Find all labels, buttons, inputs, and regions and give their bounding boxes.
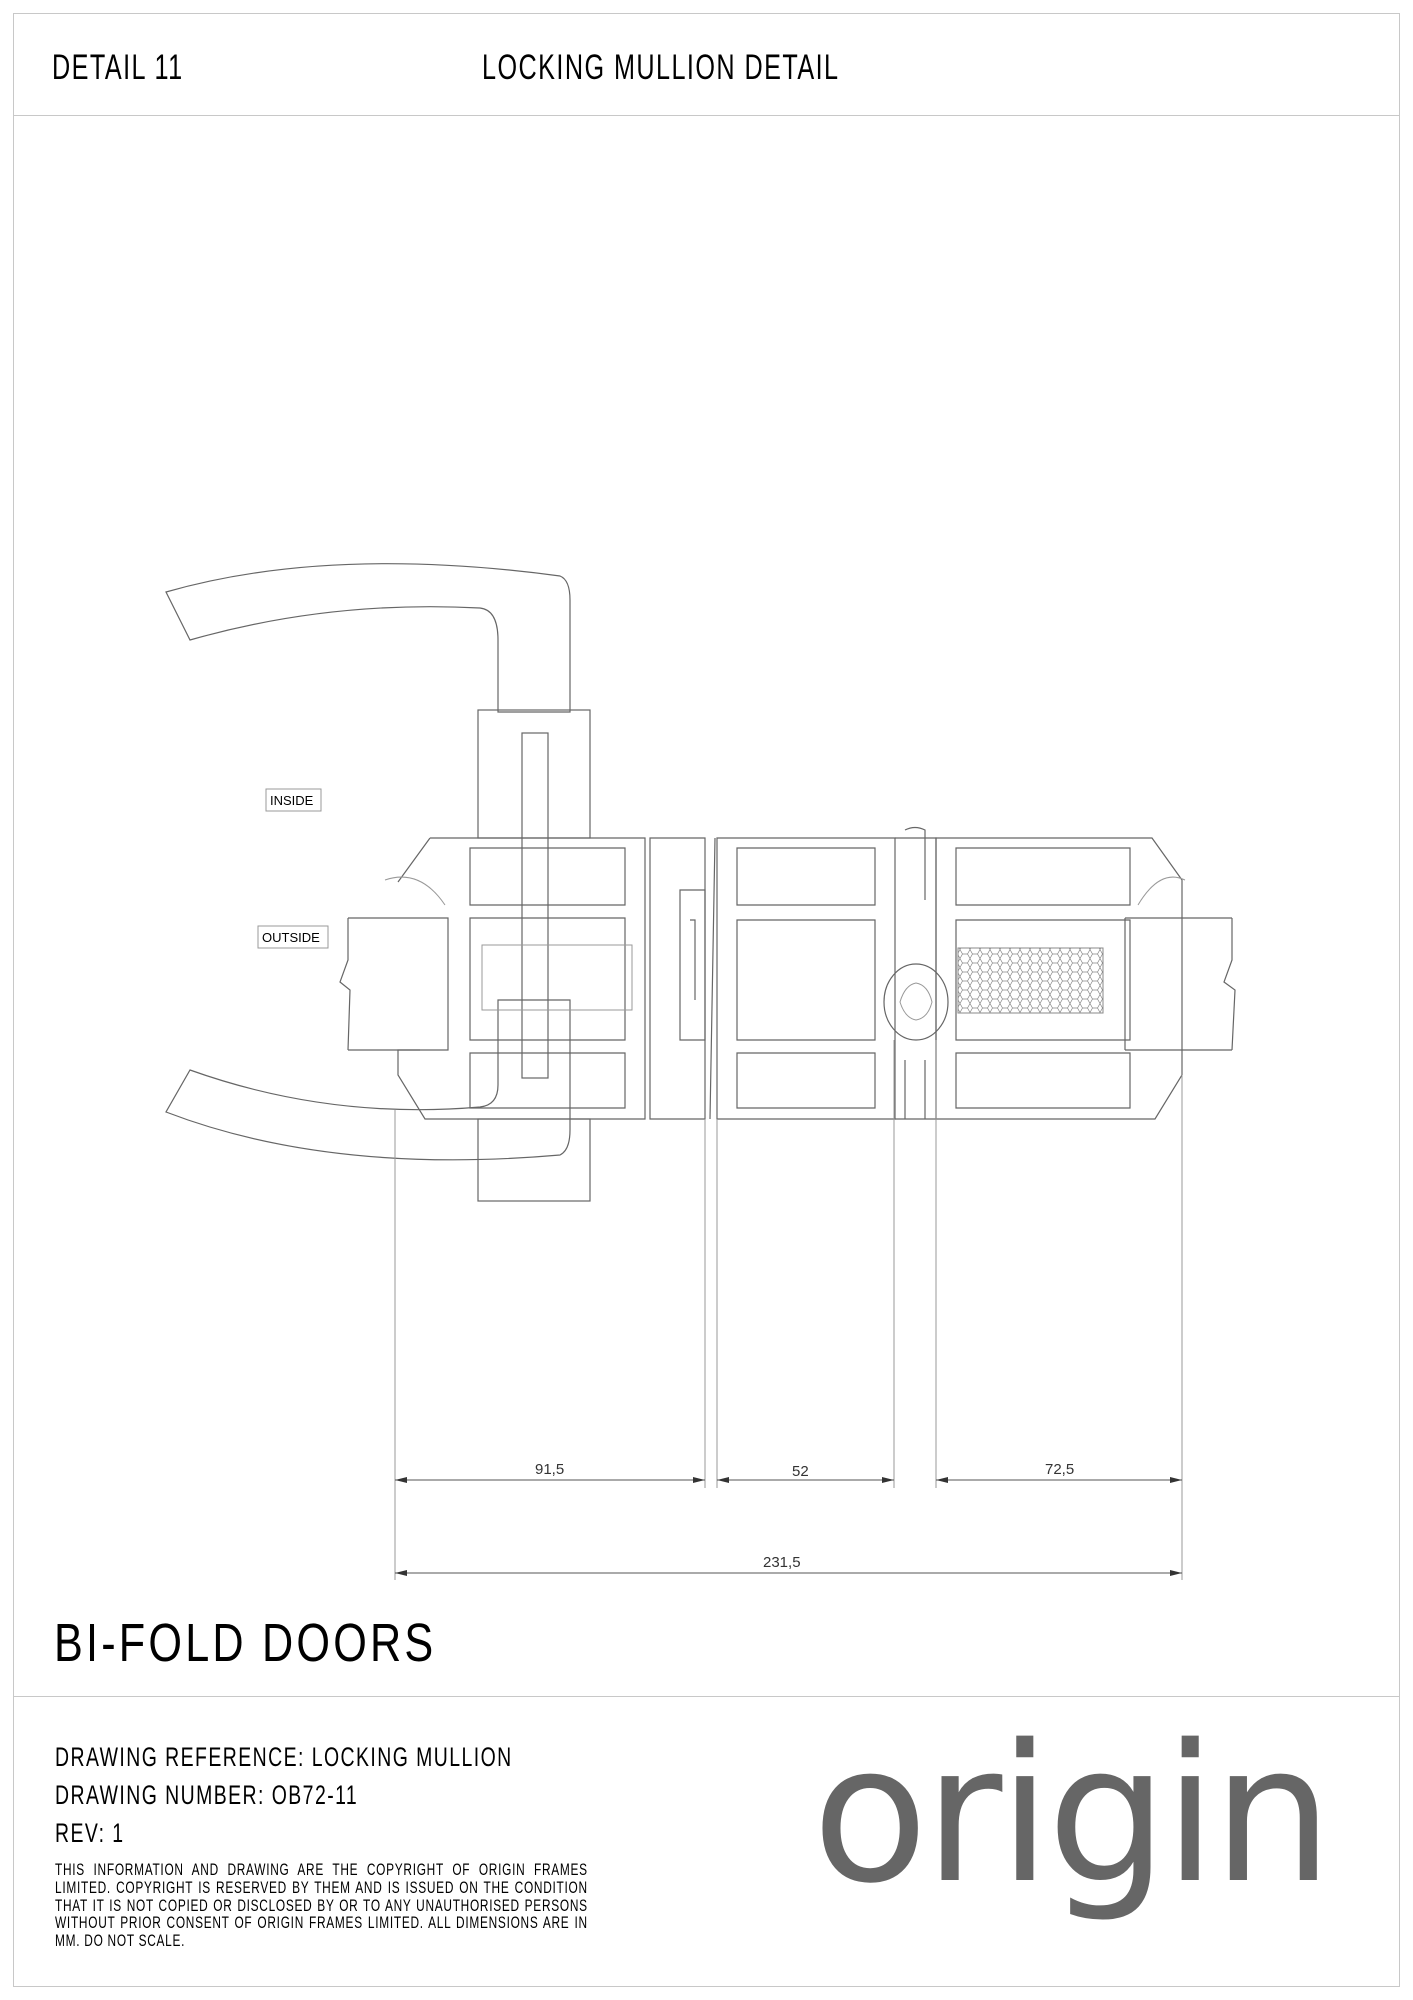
drawing-number: DRAWING NUMBER: OB72-11 (55, 1780, 359, 1810)
inside-label-box (265, 788, 322, 812)
header-divider (13, 115, 1400, 116)
centre-profile (716, 837, 896, 1120)
dimension-middle: 52 (792, 1463, 809, 1480)
lock-case (481, 944, 633, 1011)
handle-rose-bottom (477, 1118, 591, 1202)
svg-text:origin: origin (812, 1704, 1329, 1925)
outside-label-box (257, 925, 329, 949)
dimension-right: 72,5 (1045, 1461, 1074, 1478)
revision: REV: 1 (55, 1818, 125, 1848)
origin-logo: origin (812, 1704, 1333, 1925)
handle-bottom (165, 999, 571, 1161)
titleblock-divider (13, 1696, 1400, 1697)
dimension-left: 91,5 (535, 1461, 564, 1478)
handle-top (165, 563, 571, 713)
inside-label: INSIDE (270, 793, 314, 808)
drawing-reference: DRAWING REFERENCE: LOCKING MULLION (55, 1742, 513, 1772)
sheet-border (13, 13, 1400, 1987)
lock-cylinder (883, 963, 949, 1041)
dimension-lines (395, 1479, 1182, 1574)
glass-right (1124, 917, 1236, 1051)
insulation-fill (957, 947, 1104, 1014)
dimension-overall: 231,5 (763, 1554, 801, 1571)
handle-rose-top (477, 709, 591, 839)
glass-left (339, 917, 449, 1051)
detail-title: LOCKING MULLION DETAIL (482, 48, 840, 87)
copyright-notice: THIS INFORMATION AND DRAWING ARE THE COP… (55, 1861, 588, 1951)
extension-lines (394, 1040, 1183, 1580)
dimension-arrows (395, 1477, 1182, 1576)
detail-number: DETAIL 11 (52, 48, 184, 87)
product-name: BI-FOLD DOORS (54, 1613, 437, 1673)
outside-label: OUTSIDE (262, 930, 320, 945)
interlock (895, 826, 937, 1120)
